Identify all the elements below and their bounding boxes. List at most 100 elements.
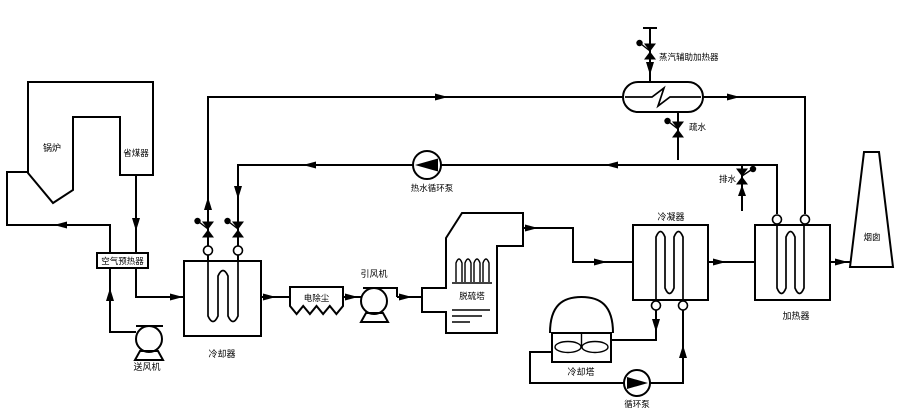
valve-handle-icon [664, 117, 671, 125]
cooler-inlet-valve [224, 217, 244, 238]
trap-drain-label: 疏水 [689, 122, 707, 132]
arrow-right-icon [835, 258, 848, 266]
arrow-right-icon [727, 93, 740, 101]
fd-fan-label: 送风机 [133, 361, 160, 372]
valve-stem [640, 43, 651, 52]
chimney: 烟囱 [848, 151, 895, 268]
circulation-pump: 循环泵 [623, 369, 651, 409]
steam-aux-heater: 蒸汽辅助加热器 疏水 [622, 27, 719, 160]
valve-stem [198, 221, 209, 230]
trap-valve [664, 117, 684, 138]
chimney-outline [848, 151, 895, 268]
fgd-tower-outline [421, 212, 524, 334]
coolingtower-to-condenser-line [529, 310, 684, 384]
preheater-to-boiler-line [6, 171, 111, 253]
fd-fan: 送风机 [133, 325, 165, 372]
air-lines [6, 171, 136, 333]
arrow-left-icon [605, 161, 618, 169]
steam-valve [636, 39, 656, 60]
id-fan-body [360, 287, 388, 315]
cooler-box [183, 260, 262, 337]
pump-arrow-left-icon [415, 158, 438, 172]
valve-icon [672, 129, 684, 138]
arrow-right-icon [345, 293, 358, 301]
valve-icon [644, 51, 656, 60]
arrow-right-icon [713, 258, 726, 266]
boiler-label: 锅炉 [43, 142, 61, 153]
valve-icon [202, 229, 214, 238]
condenser-label: 冷凝器 [657, 211, 684, 222]
cooler-outlet-valve [194, 217, 214, 238]
valve-icon [672, 121, 684, 130]
arrow-right-icon [525, 224, 538, 232]
drain-label: 排水 [719, 174, 737, 184]
flange-icon [232, 245, 244, 256]
valve-handle-icon [194, 217, 201, 225]
pump-arrow-right-icon [627, 377, 648, 389]
cooling-water-lines [529, 310, 687, 384]
id-fan-label: 引风机 [360, 268, 387, 279]
valve-handle-icon [749, 165, 757, 173]
cooler-label: 冷却器 [208, 348, 235, 359]
arrow-right-icon [399, 293, 412, 301]
valve-icon [736, 168, 748, 177]
flange-icon [677, 300, 689, 311]
fan-blade-icon [554, 340, 582, 354]
cooler: 冷却器 [183, 217, 262, 359]
flange-icon [799, 214, 811, 225]
preheater-to-cooler-line [135, 268, 184, 298]
id-fan: 引风机 [359, 268, 398, 323]
cooling-tower: 冷却塔 [549, 295, 614, 377]
valve-icon [644, 43, 656, 52]
arrow-right-icon [170, 293, 183, 301]
steam-aux-heater-shell [622, 81, 704, 113]
arrow-left-icon [54, 221, 67, 229]
flange-icon [771, 214, 783, 225]
condenser-coil [655, 230, 684, 300]
flange-icon [650, 300, 662, 311]
boiler-outline [27, 81, 154, 205]
arrow-left-icon [303, 161, 316, 169]
air-preheater-label: 空气预热器 [101, 256, 144, 266]
valve-stem [668, 121, 679, 130]
cooling-tower-label: 冷却塔 [567, 366, 594, 377]
circulation-pump-label: 循环泵 [624, 399, 650, 409]
cooler-coil [207, 261, 239, 323]
arrow-down-icon [132, 218, 140, 231]
heat-break-symbol [625, 85, 701, 109]
hot-water-supply-line [207, 96, 623, 246]
id-fan-base [359, 312, 390, 323]
arrow-right-icon [594, 258, 607, 266]
arrow-down-icon [652, 319, 660, 332]
flange-icon [202, 245, 214, 256]
valve-icon [202, 221, 214, 230]
arrow-right-icon [263, 293, 276, 301]
valve-stem [741, 169, 752, 177]
arrow-up-icon [106, 288, 114, 301]
arrow-up-icon [204, 197, 212, 210]
condenser-box [632, 224, 709, 301]
drain-branch: 排水 [719, 165, 757, 211]
esp-outline [289, 286, 344, 316]
arrow-up-icon [679, 345, 687, 358]
economizer-label: 省煤器 [123, 148, 149, 158]
heater-label: 加热器 [782, 310, 809, 321]
fan-blade-icon [581, 340, 609, 354]
air-preheater: 空气预热器 [96, 252, 149, 269]
arrow-up-icon [738, 185, 746, 196]
cooling-tower-dome [549, 295, 614, 334]
heater-box [754, 224, 831, 301]
hot-water-pump: 热水循环泵 [411, 150, 454, 193]
heater-coil [776, 225, 805, 295]
valve-icon [736, 176, 748, 185]
fgd-tower-label: 脱硫塔 [459, 291, 485, 301]
fgd-tower: 脱硫塔 [421, 212, 524, 334]
valve-handle-icon [636, 39, 643, 47]
hot-water-pump-label: 热水循环泵 [411, 183, 454, 193]
valve-icon [232, 229, 244, 238]
hot-water-return-line [237, 164, 778, 246]
heater: 加热器 [754, 214, 831, 321]
valve-handle-icon [224, 217, 231, 225]
